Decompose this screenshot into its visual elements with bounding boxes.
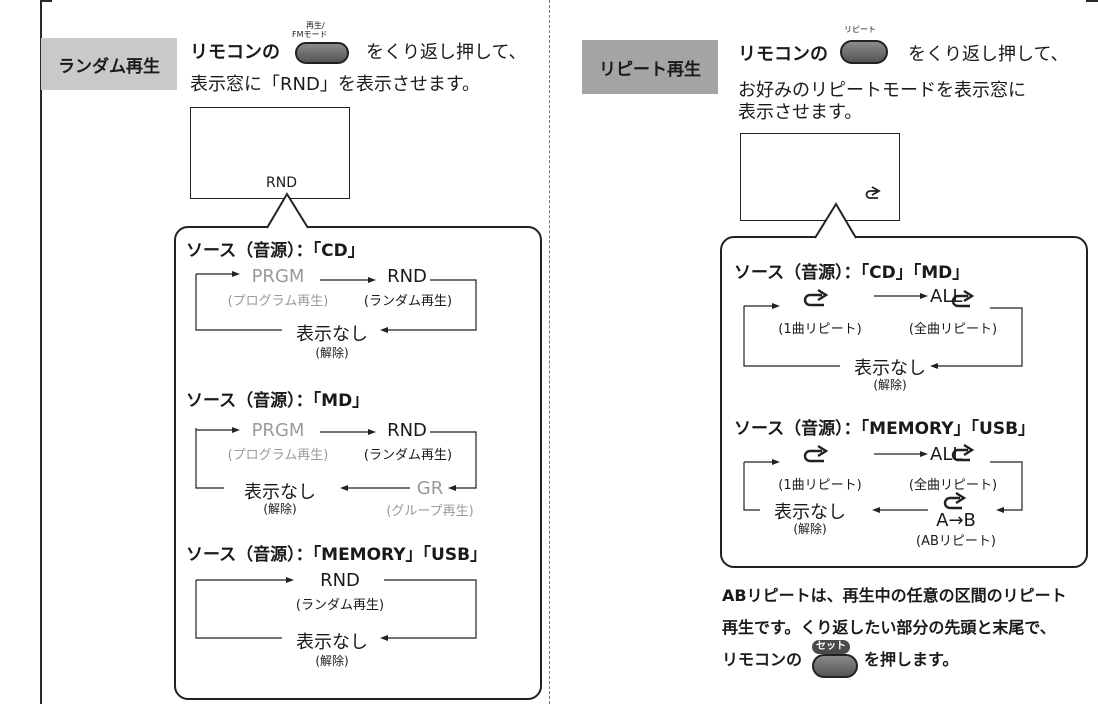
right-display-window: [740, 133, 900, 221]
mem-none-label-r: 表示なし: [774, 502, 846, 523]
md-prgm-sub: (プログラム再生): [227, 448, 329, 463]
ab-note-line1: ABリピートは、再生中の任意の区間のリピート: [722, 586, 1067, 605]
left-group-cd-title: ソース（音源）：「CD」: [186, 241, 365, 261]
md-gr-label: GR: [416, 478, 444, 499]
right-group-cdmd-title: ソース（音源）：「CD」「MD」: [734, 263, 970, 283]
right-instruction-line2: お好みのリピートモードを表示窓に: [738, 80, 1026, 101]
random-play-tag: ランダム再生: [41, 38, 177, 90]
ab-note-line2: 再生です。くり返したい部分の先頭と末尾で、: [722, 618, 1056, 637]
cd-rnd-sub: (ランダム再生): [363, 294, 453, 309]
md-none-label: 表示なし: [244, 482, 316, 503]
cdmd-single-repeat-sub: (1曲リピート): [778, 322, 862, 337]
right-group-memory-title: ソース（音源）：「MEMORY」「USB」: [734, 419, 1036, 439]
left-group-memory-title: ソース（音源）：「MEMORY」「USB」: [186, 545, 488, 565]
column-divider: [549, 0, 550, 704]
mem-ab-label: A→B: [936, 510, 976, 531]
repeat-button[interactable]: [840, 40, 888, 64]
md-rnd-label: RND: [387, 420, 427, 441]
set-button-label: セット: [812, 640, 850, 654]
left-display-text: RND: [266, 175, 297, 191]
mem-none-label: 表示なし: [296, 632, 368, 653]
frame-left-edge: [40, 0, 42, 704]
md-prgm-label: PRGM: [251, 420, 305, 441]
mem-all-label: ALL: [930, 444, 963, 465]
ab-note-line3-suffix: を押します。: [864, 650, 959, 669]
cd-prgm-sub: (プログラム再生): [227, 294, 329, 309]
left-mode-card: [174, 226, 542, 700]
md-none-sub: (解除): [263, 502, 297, 516]
right-mode-card: [720, 236, 1088, 568]
left-instruction-suffix: をくり返し押して、: [366, 42, 527, 63]
cd-prgm-label: PRGM: [251, 266, 305, 287]
mem-all-sub: (全曲リピート): [908, 478, 998, 493]
cd-none-label: 表示なし: [296, 324, 368, 345]
cd-none-sub: (解除): [315, 346, 349, 360]
cdmd-all-sub: (全曲リピート): [908, 322, 998, 337]
play-fm-mode-button[interactable]: [295, 42, 349, 64]
cd-rnd-label: RND: [387, 266, 427, 287]
frame-top-left: [40, 0, 52, 2]
right-instruction-line3: 表示させます。: [738, 102, 863, 123]
mem-rnd-sub: (ランダム再生): [295, 598, 385, 613]
md-rnd-sub: (ランダム再生): [363, 448, 453, 463]
repeat-play-tag: リピート再生: [582, 40, 718, 94]
right-instruction-suffix: をくり返し押して、: [908, 44, 1069, 65]
left-display-window: [190, 107, 350, 199]
cdmd-all-label: ALL: [930, 286, 963, 307]
frame-top-right: [1086, 0, 1098, 2]
set-button[interactable]: [812, 654, 858, 678]
mem-none-sub-r: (解除): [793, 522, 827, 536]
right-button-top-label: リピート: [844, 25, 876, 34]
md-gr-sub: (グループ再生): [386, 504, 474, 519]
ab-note-line3-prefix: リモコンの: [722, 650, 803, 669]
cdmd-none-label: 表示なし: [854, 358, 926, 379]
mem-none-sub: (解除): [315, 654, 349, 668]
left-button-top-label: 再生/: [306, 21, 325, 30]
left-group-md-title: ソース（音源）：「MD」: [186, 391, 370, 411]
mem-ab-sub: (ABリピート): [916, 534, 996, 549]
left-instruction-line2: 表示窓に「RND」を表示させます。: [190, 74, 481, 95]
mem-single-repeat-sub: (1曲リピート): [778, 478, 862, 493]
cdmd-none-sub: (解除): [873, 378, 907, 392]
left-instruction-prefix: リモコンの: [190, 42, 280, 63]
mem-rnd-label: RND: [320, 570, 360, 591]
left-button-label: FMモード: [292, 30, 328, 39]
right-instruction-prefix: リモコンの: [738, 44, 828, 65]
